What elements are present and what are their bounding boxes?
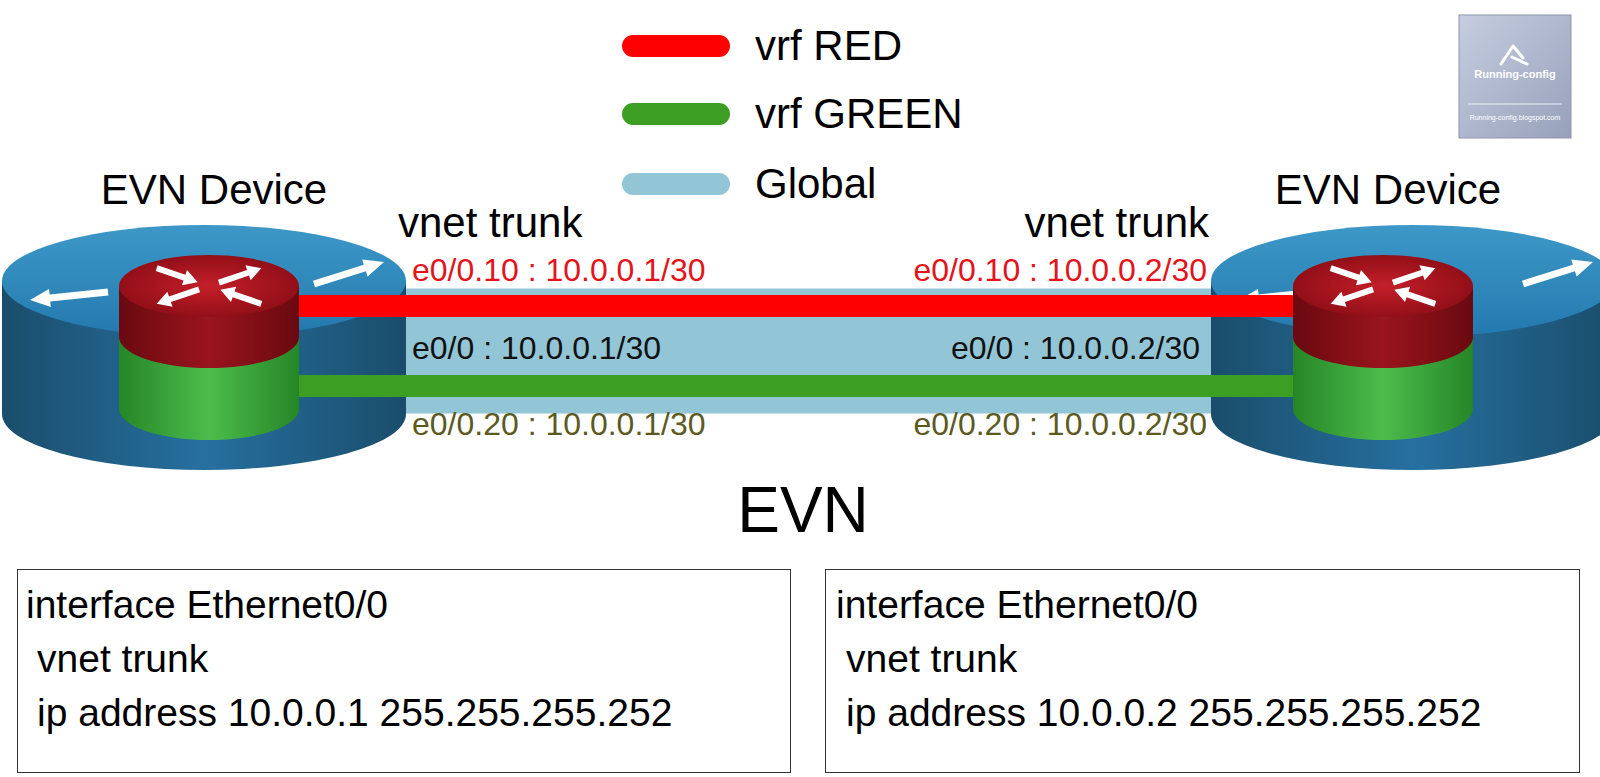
config-line: interface Ethernet0/0	[26, 578, 388, 632]
device-heading: EVN Device	[1275, 165, 1501, 215]
router-arrow	[156, 265, 198, 285]
legend-swatch	[622, 35, 730, 57]
legend-item: vrf RED	[622, 21, 902, 71]
legend-text: Global	[755, 159, 876, 209]
vrf-green-link	[301, 375, 1291, 397]
router-arrow	[157, 287, 200, 307]
logo-icon	[1501, 46, 1527, 64]
config-box: interface Ethernet0/0vnet trunkip addres…	[825, 569, 1580, 773]
label-anchor: e0/0.10 : 10.0.0.2/30	[913, 252, 1207, 289]
interface-address: e0/0.10 : 10.0.0.2/30	[913, 252, 1207, 289]
legend-swatch	[622, 173, 730, 195]
logo-rule	[1468, 104, 1562, 105]
legend-item: vrf GREEN	[622, 89, 963, 139]
watermark-logo	[1459, 15, 1571, 138]
router-arrow	[218, 265, 261, 285]
vrf-red-link	[301, 295, 1291, 317]
legend-swatch	[622, 103, 730, 125]
router-arrow	[1392, 265, 1435, 285]
label-anchor: Running-config.blogspot.com	[1470, 114, 1561, 122]
chassis-arrow	[313, 259, 384, 287]
router-red-top	[1293, 255, 1473, 317]
router-arrow	[1394, 287, 1436, 307]
watermark-text: Running-config.blogspot.com	[1470, 114, 1561, 122]
router-arrow	[1330, 265, 1372, 285]
trunk-label: vnet trunk	[1025, 199, 1209, 247]
router-icon	[117, 255, 301, 441]
label-anchor: vnet trunk	[1025, 199, 1209, 247]
config-line: vnet trunk	[26, 632, 208, 686]
config-line: ip address 10.0.0.1 255.255.255.252	[26, 686, 672, 740]
interface-address: e0/0 : 10.0.0.1/30	[412, 330, 661, 367]
interface-address: e0/0.10 : 10.0.0.1/30	[412, 252, 706, 289]
legend-item: Global	[622, 159, 876, 209]
device-heading: EVN Device	[101, 165, 327, 215]
title-anchor: EVN	[737, 472, 869, 549]
logo-tile	[1459, 15, 1571, 138]
config-line: interface Ethernet0/0	[836, 578, 1198, 632]
device-chassis	[1211, 225, 1600, 470]
label-anchor: e0/0 : 10.0.0.1/30	[412, 330, 661, 367]
interface-address: e0/0.20 : 10.0.0.2/30	[913, 406, 1207, 443]
router-icon	[1291, 255, 1475, 441]
interface-address: e0/0 : 10.0.0.2/30	[951, 330, 1200, 367]
label-anchor: e0/0 : 10.0.0.2/30	[951, 330, 1200, 367]
label-anchor: vnet trunk	[398, 199, 582, 247]
config-line: ip address 10.0.0.2 255.255.255.252	[836, 686, 1481, 740]
evn-device: EVN Device	[117, 255, 301, 441]
global-band	[301, 289, 1291, 414]
label-anchor: e0/0.20 : 10.0.0.1/30	[412, 406, 706, 443]
chassis-arrow	[1522, 259, 1593, 287]
router-arrow	[1331, 287, 1374, 307]
router-red-top	[119, 255, 299, 317]
device-chassis	[2, 225, 406, 470]
label-anchor: e0/0.10 : 10.0.0.1/30	[412, 252, 706, 289]
trunk-label: vnet trunk	[398, 199, 582, 247]
legend-text: vrf RED	[755, 21, 902, 71]
config-line: vnet trunk	[836, 632, 1017, 686]
chassis-arrow	[30, 289, 108, 307]
config-box: interface Ethernet0/0vnet trunkip addres…	[17, 569, 791, 773]
router-arrow	[220, 287, 262, 307]
label-anchor: Running-config	[1474, 68, 1555, 81]
label-anchor: e0/0.20 : 10.0.0.2/30	[913, 406, 1207, 443]
legend-text: vrf GREEN	[755, 89, 963, 139]
interface-address: e0/0.20 : 10.0.0.1/30	[412, 406, 706, 443]
watermark-text: Running-config	[1474, 68, 1555, 81]
evn-device: EVN Device	[1291, 255, 1475, 441]
diagram-title: EVN	[737, 472, 869, 549]
